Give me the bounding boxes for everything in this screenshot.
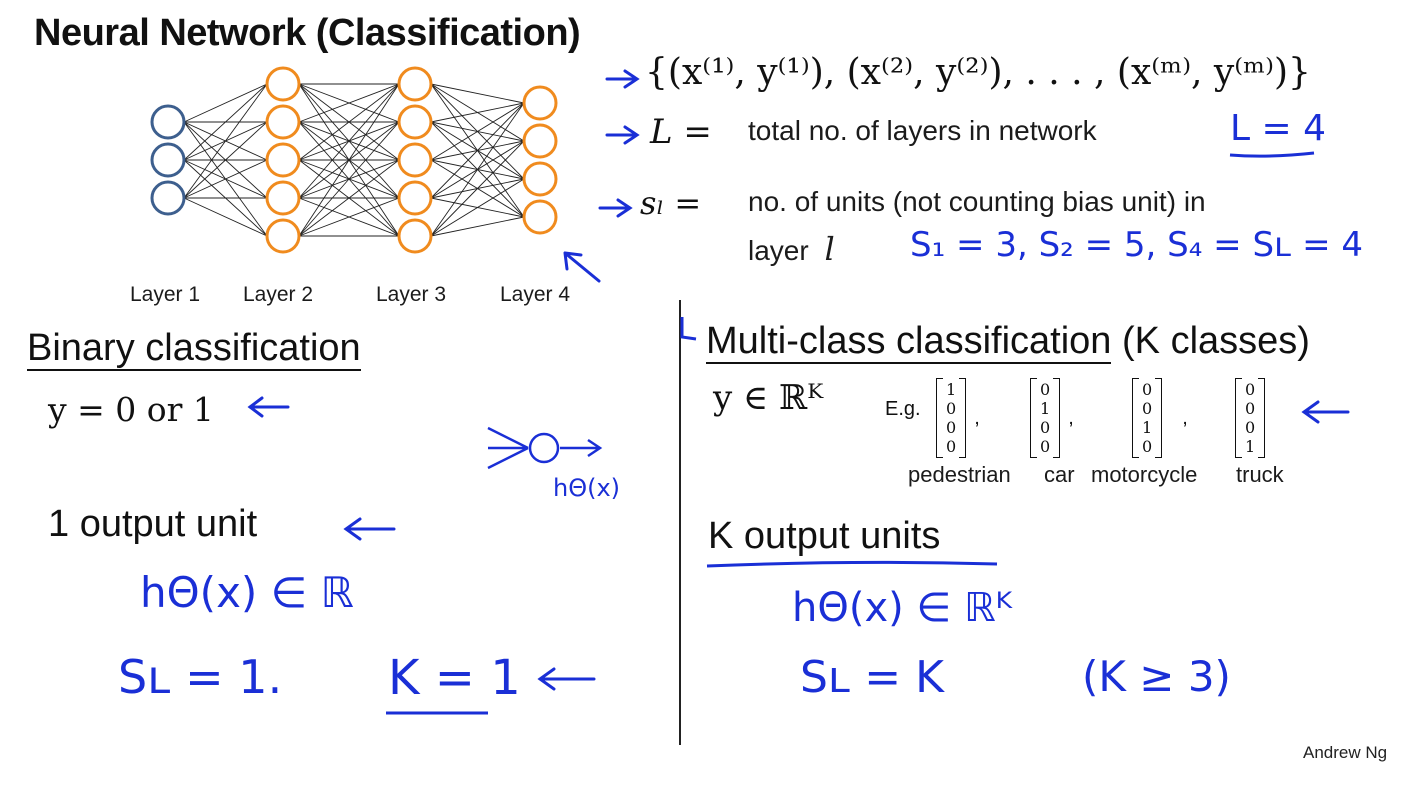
network-edge [298,83,400,161]
input-unit [150,104,186,140]
input-unit [150,180,186,216]
network-edge [298,83,400,123]
network-edge [298,197,400,237]
class-label-car: car [1044,462,1075,487]
network-unit [265,142,301,178]
training-set-formula: {(x⁽¹⁾, y⁽¹⁾), (x⁽²⁾, y⁽²⁾), . . . , (x⁽… [645,52,1311,93]
network-edge [430,102,525,123]
single-unit-sketch [487,426,603,470]
binary-s-note: Sʟ = 1. [118,650,283,704]
input-unit [150,142,186,178]
author-credit: Andrew Ng [1303,743,1388,762]
binary-formula: y = 0 or 1 [48,390,214,429]
example-label: E.g. [885,398,921,420]
L-symbol: L = [650,112,712,152]
network-edge [430,178,525,237]
network-edge [183,83,268,199]
multiclass-heading: Multi-class classification (K classes) [706,320,1310,364]
network-unit [522,123,558,159]
L-handwritten-note: L = 4 [1230,108,1327,149]
layer-label-2: Layer 2 [243,283,314,306]
network-unit [522,199,558,235]
network-edge [183,121,268,199]
multiclass-s-note: Sʟ = K [800,652,944,703]
multiclass-h-note: hΘ(x) ∈ ℝᴷ [792,585,1013,631]
underline-mark [706,560,998,568]
network-edge [430,216,525,237]
layer-label-1: Layer 1 [130,283,201,306]
network-unit [397,218,433,254]
binary-output-units: 1 output unit [48,503,258,545]
binary-h-note: hΘ(x) ∈ ℝ [140,568,354,617]
s-handwritten-note: S₁ = 3, S₂ = 5, S₄ = Sʟ = 4 [910,225,1363,265]
network-diagram [150,66,558,254]
class-label-truck: truck [1236,462,1284,487]
multiclass-formula: y ∈ ℝᴷ [713,378,824,418]
class-label-pedestrian: pedestrian [908,462,1011,487]
network-edge [183,83,268,123]
class-label-motorcycle: motorcycle [1091,462,1198,487]
network-edge [430,102,525,237]
page-title: Neural Network (Classification) [34,12,581,54]
network-unit [397,142,433,178]
arrow-icon [343,517,396,541]
network-unit [265,180,301,216]
binary-heading: Binary classification [27,327,361,371]
network-edge [430,83,525,104]
layer-label-3: Layer 3 [376,283,447,306]
network-edge [298,83,400,237]
network-unit [265,104,301,140]
network-edge [430,102,525,161]
network-edge [183,197,268,237]
network-edge [430,102,525,199]
arrow-icon [1301,400,1350,424]
network-edge [430,140,525,237]
arrow-icon [247,396,290,418]
s-symbol: sₗ = [640,184,702,222]
L-definition: total no. of layers in network [748,115,1097,146]
network-edge [183,159,268,199]
arrow-icon [605,69,640,89]
arrow-icon [537,667,596,691]
underline-mark [1229,151,1315,158]
network-unit [522,161,558,197]
network-unit [522,85,558,121]
s-definition-line2: layer l [748,230,835,268]
network-edge [298,83,400,199]
network-unit [265,66,301,102]
arrow-icon [563,251,601,283]
binary-side-note: hΘ(x) [553,474,621,502]
network-edge [298,159,400,237]
binary-k-note: K = 1 [388,650,521,706]
network-edge [298,121,400,237]
network-unit [265,218,301,254]
arrow-icon [598,198,633,218]
network-unit [397,66,433,102]
underline-mark [386,711,488,715]
arrow-icon [605,125,640,145]
network-unit [397,180,433,216]
network-edge [183,83,268,161]
multiclass-output-units: K output units [708,515,941,557]
network-unit [397,104,433,140]
section-divider [679,300,681,745]
layer-label-4: Layer 4 [500,283,571,306]
divider-mark [680,317,697,341]
multiclass-k-note: (K ≥ 3) [1082,652,1231,701]
s-definition: no. of units (not counting bias unit) in [748,186,1206,217]
